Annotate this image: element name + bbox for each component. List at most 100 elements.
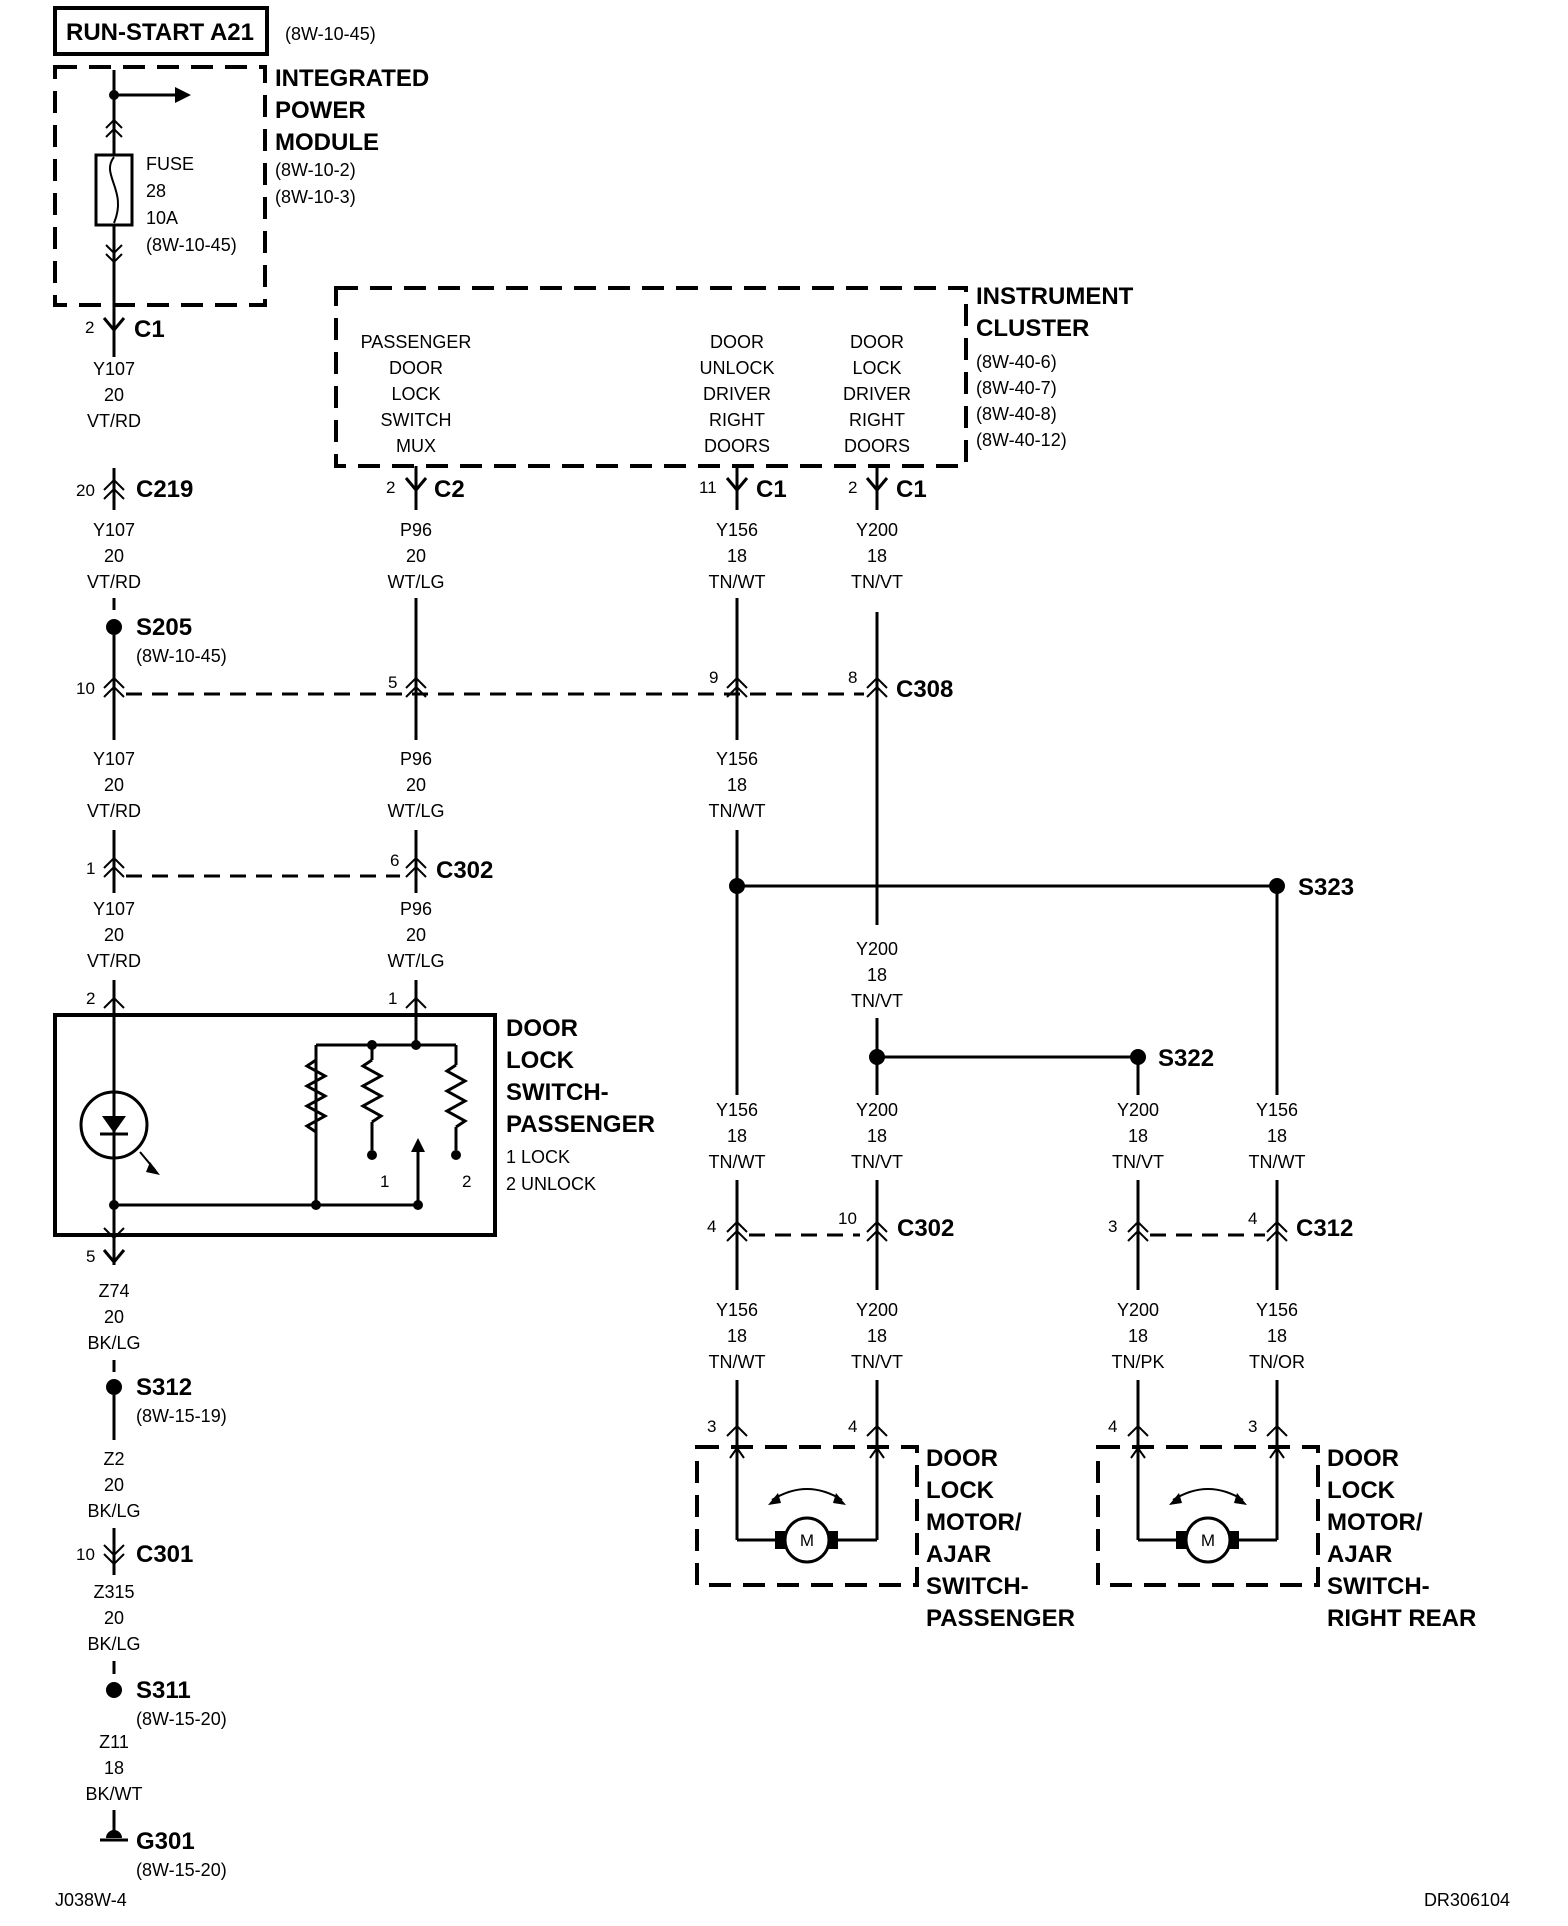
svg-text:20: 20 — [104, 775, 124, 795]
motor-passenger-icon — [783, 1516, 831, 1564]
svg-text:AJAR: AJAR — [1327, 1541, 1392, 1568]
svg-text:BK/LG: BK/LG — [87, 1634, 140, 1654]
svg-text:(8W-40-6): (8W-40-6) — [976, 352, 1057, 372]
c308-pin-10: 10 — [76, 679, 95, 698]
svg-text:DOOR: DOOR — [710, 332, 764, 352]
svg-text:(8W-10-2): (8W-10-2) — [275, 160, 356, 180]
wire-y200-c: Y200 18 TN/VT — [851, 1100, 903, 1172]
c1-a-label: C1 — [756, 476, 787, 503]
svg-text:18: 18 — [727, 775, 747, 795]
svg-text:20: 20 — [104, 1475, 124, 1495]
title-label: RUN-START A21 — [66, 19, 254, 46]
svg-text:MUX: MUX — [396, 436, 436, 456]
splice-s312 — [106, 1379, 122, 1395]
ground-g301-icon — [106, 1830, 122, 1838]
svg-text:(8W-10-3): (8W-10-3) — [275, 187, 356, 207]
svg-text:LOCK: LOCK — [852, 358, 901, 378]
svg-text:BK/LG: BK/LG — [87, 1333, 140, 1353]
motor-r-pin-4: 4 — [1108, 1417, 1117, 1436]
s312-ref: (8W-15-19) — [136, 1406, 227, 1426]
svg-text:VT/RD: VT/RD — [87, 951, 141, 971]
svg-text:TN/WT: TN/WT — [709, 1152, 766, 1172]
svg-text:PASSENGER: PASSENGER — [926, 1605, 1075, 1632]
svg-text:DOOR: DOOR — [389, 358, 443, 378]
title-ref: (8W-10-45) — [285, 24, 376, 44]
motor-p-pin-3: 3 — [707, 1417, 716, 1436]
svg-text:Y200: Y200 — [1117, 1300, 1159, 1320]
wire-y107-c: Y107 20 VT/RD — [87, 749, 141, 821]
wire-z315: Z315 20 BK/LG — [87, 1582, 140, 1654]
svg-text:20: 20 — [406, 546, 426, 566]
svg-text:20: 20 — [104, 385, 124, 405]
svg-text:TN/PK: TN/PK — [1111, 1352, 1164, 1372]
c302-bot-pin-4: 4 — [707, 1217, 716, 1236]
c301-pin: 10 — [76, 1545, 95, 1564]
s311-ref: (8W-15-20) — [136, 1709, 227, 1729]
c308-pin-8: 8 — [848, 668, 857, 687]
wire-y156-b: Y156 18 TN/WT — [709, 749, 766, 821]
svg-text:(8W-40-8): (8W-40-8) — [976, 404, 1057, 424]
svg-text:VT/RD: VT/RD — [87, 801, 141, 821]
svg-text:TN/VT: TN/VT — [851, 1152, 903, 1172]
c302-top-pin-1: 1 — [86, 859, 95, 878]
cluster-col-lock: DOOR LOCK DRIVER RIGHT DOORS — [843, 332, 911, 456]
c1-b-label: C1 — [896, 476, 927, 503]
c308-pin-9: 9 — [709, 668, 718, 687]
wire-y200-d: Y200 18 TN/VT — [851, 1300, 903, 1372]
fuse-label: FUSE 28 10A (8W-10-45) — [146, 154, 237, 255]
svg-text:DOOR: DOOR — [850, 332, 904, 352]
svg-text:Y200: Y200 — [856, 520, 898, 540]
svg-text:Y107: Y107 — [93, 520, 135, 540]
svg-text:Y107: Y107 — [93, 359, 135, 379]
instrument-cluster-name: INSTRUMENT CLUSTER (8W-40-6) (8W-40-7) (… — [976, 283, 1134, 450]
svg-text:Y107: Y107 — [93, 749, 135, 769]
wire-y200-b: Y200 18 TN/VT — [851, 939, 903, 1011]
g301-ref: (8W-15-20) — [136, 1860, 227, 1880]
c312-pin-3: 3 — [1108, 1217, 1117, 1236]
svg-text:TN/WT: TN/WT — [709, 572, 766, 592]
wire-y200-e: Y200 18 TN/VT — [1112, 1100, 1164, 1172]
motor-p-pin-4: 4 — [848, 1417, 857, 1436]
c1-b-pin: 2 — [848, 478, 857, 497]
footer-right: DR306104 — [1424, 1890, 1510, 1910]
svg-text:TN/WT: TN/WT — [1249, 1152, 1306, 1172]
door-lock-switch-box — [53, 1013, 497, 1237]
svg-text:Y156: Y156 — [716, 520, 758, 540]
motor-right-rear-box — [1096, 1445, 1320, 1587]
svg-text:Y200: Y200 — [1117, 1100, 1159, 1120]
svg-text:Y200: Y200 — [856, 939, 898, 959]
svg-text:MODULE: MODULE — [275, 129, 379, 156]
splice-s205 — [106, 619, 122, 635]
svg-text:TN/VT: TN/VT — [1112, 1152, 1164, 1172]
svg-text:MOTOR/: MOTOR/ — [926, 1509, 1022, 1536]
svg-text:Y107: Y107 — [93, 899, 135, 919]
svg-text:SWITCH: SWITCH — [381, 410, 452, 430]
wire-y107-d: Y107 20 VT/RD — [87, 899, 141, 971]
svg-text:UNLOCK: UNLOCK — [699, 358, 774, 378]
svg-text:RIGHT REAR: RIGHT REAR — [1327, 1605, 1476, 1632]
c302-bot-pin-10: 10 — [838, 1209, 857, 1228]
svg-text:Z11: Z11 — [99, 1732, 129, 1752]
c219-label: C219 — [136, 476, 193, 503]
wire-y107-b: Y107 20 VT/RD — [87, 520, 141, 592]
svg-text:INTEGRATED: INTEGRATED — [275, 65, 429, 92]
svg-text:18: 18 — [1128, 1126, 1148, 1146]
motor-p-m: M — [800, 1531, 814, 1550]
svg-text:Y156: Y156 — [1256, 1100, 1298, 1120]
svg-text:P96: P96 — [400, 899, 432, 919]
c312-label: C312 — [1296, 1215, 1353, 1242]
svg-text:RIGHT: RIGHT — [849, 410, 905, 430]
svg-text:10A: 10A — [146, 208, 178, 228]
motor-passenger-name: DOOR LOCK MOTOR/ AJAR SWITCH- PASSENGER — [926, 1445, 1075, 1632]
cluster-col-passenger-mux: PASSENGER DOOR LOCK SWITCH MUX — [361, 332, 472, 456]
cluster-col-unlock: DOOR UNLOCK DRIVER RIGHT DOORS — [699, 332, 774, 456]
svg-text:18: 18 — [1128, 1326, 1148, 1346]
svg-text:20: 20 — [104, 1307, 124, 1327]
motor-r-pin-3: 3 — [1248, 1417, 1257, 1436]
svg-text:WT/LG: WT/LG — [388, 951, 445, 971]
svg-text:TN/WT: TN/WT — [709, 801, 766, 821]
svg-text:18: 18 — [727, 546, 747, 566]
svg-text:MOTOR/: MOTOR/ — [1327, 1509, 1423, 1536]
svg-text:18: 18 — [727, 1326, 747, 1346]
svg-text:20: 20 — [104, 925, 124, 945]
